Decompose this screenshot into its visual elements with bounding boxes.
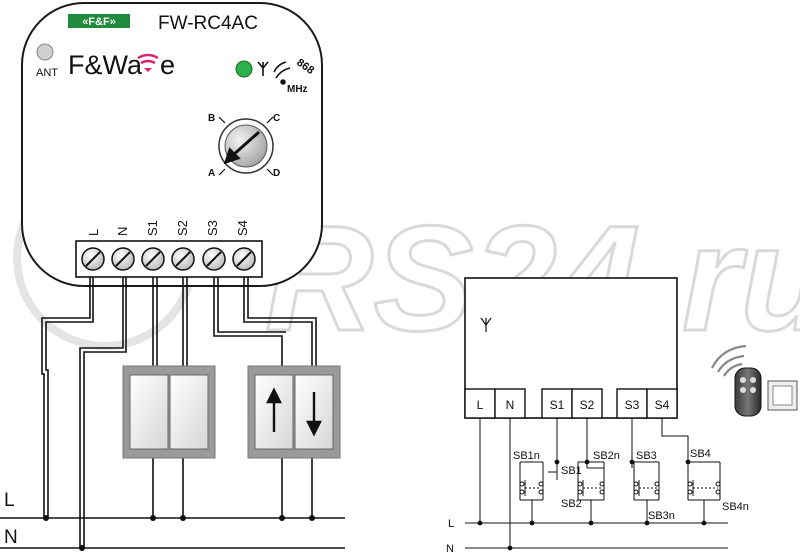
status-led	[235, 60, 253, 78]
label-sb4n: SB4n	[722, 501, 749, 513]
terminal-label-s3: S3	[205, 220, 220, 236]
label-sb2: SB2	[561, 498, 582, 510]
arrow-up-icon	[266, 387, 282, 432]
mains-label-l: L	[4, 490, 15, 511]
wifi-logo-icon	[137, 53, 159, 72]
antenna-icon	[480, 317, 492, 332]
button-sb4[interactable]	[687, 480, 721, 496]
up-down-button[interactable]	[247, 365, 341, 459]
label-sb1n: SB1n	[513, 450, 540, 462]
selector-label-b: B	[208, 113, 215, 124]
label-sb4: SB4	[690, 448, 711, 460]
schematic-terminal-s2: S2	[580, 398, 595, 412]
schematic: L N S1 S2 S3 S4	[446, 277, 749, 555]
ant-label: ANT	[36, 67, 58, 79]
label-sb3: SB3	[636, 450, 657, 462]
label-sb2n: SB2n	[593, 450, 620, 462]
model-name: FW-RC4AC	[158, 13, 258, 34]
button-contacts[interactable]	[519, 480, 721, 496]
schematic-label-l: L	[448, 518, 454, 530]
terminal-label-s2: S2	[175, 220, 190, 236]
schematic-label-n: N	[446, 543, 454, 554]
label-sb1: SB1	[561, 465, 582, 477]
left-wiring	[0, 277, 345, 549]
terminal-screws[interactable]	[81, 247, 256, 271]
selector-label-d: D	[273, 168, 280, 179]
remote-control-icon[interactable]	[734, 367, 762, 417]
arrow-down-icon	[306, 392, 322, 437]
frequency-unit: MHz	[287, 84, 308, 95]
terminal-label-n: N	[115, 227, 130, 236]
button-sb1[interactable]	[519, 480, 544, 496]
brand-badge: «F&F»	[68, 14, 130, 28]
ant-indicator	[36, 43, 54, 61]
terminal-label-s1: S1	[145, 220, 160, 236]
selector-label-c: C	[273, 113, 280, 124]
wall-switch-icon[interactable]	[767, 380, 798, 411]
antenna-small-icon	[257, 61, 269, 76]
schematic-terminal-s4: S4	[655, 398, 670, 412]
terminal-block	[75, 240, 263, 278]
button-sb2[interactable]	[577, 480, 605, 496]
module-body: «F&F» FW-RC4AC ANT F&Wa e	[21, 2, 323, 287]
double-push-button[interactable]	[122, 365, 216, 459]
selector-label-a: A	[208, 168, 215, 179]
schematic-terminal-n: N	[506, 398, 515, 412]
button-sb3[interactable]	[633, 480, 660, 496]
label-sb3n: SB3n	[648, 510, 675, 522]
radio-wave-icon	[273, 61, 291, 85]
schematic-terminals	[464, 388, 678, 419]
channel-selector[interactable]: B C A D	[208, 113, 280, 179]
mains-junctions	[43, 515, 315, 551]
brand-badge-text: «F&F»	[82, 16, 116, 28]
schematic-terminal-s1: S1	[550, 398, 565, 412]
fwave-logo: F&Wa e	[68, 50, 175, 80]
logo-text-left: F&Wa	[68, 50, 143, 80]
terminal-labels: L N S1 S2 S3 S4	[86, 220, 250, 236]
schematic-terminal-s3: S3	[625, 398, 640, 412]
schematic-junctions	[477, 459, 707, 551]
schematic-terminal-l: L	[477, 398, 484, 412]
terminal-label-l: L	[86, 229, 101, 236]
terminal-label-s4: S4	[235, 220, 250, 236]
mains-label-n: N	[4, 527, 18, 548]
logo-text-right: e	[160, 50, 175, 80]
wifi-signal-icon	[711, 344, 747, 377]
selector-arrow-icon	[223, 130, 260, 165]
